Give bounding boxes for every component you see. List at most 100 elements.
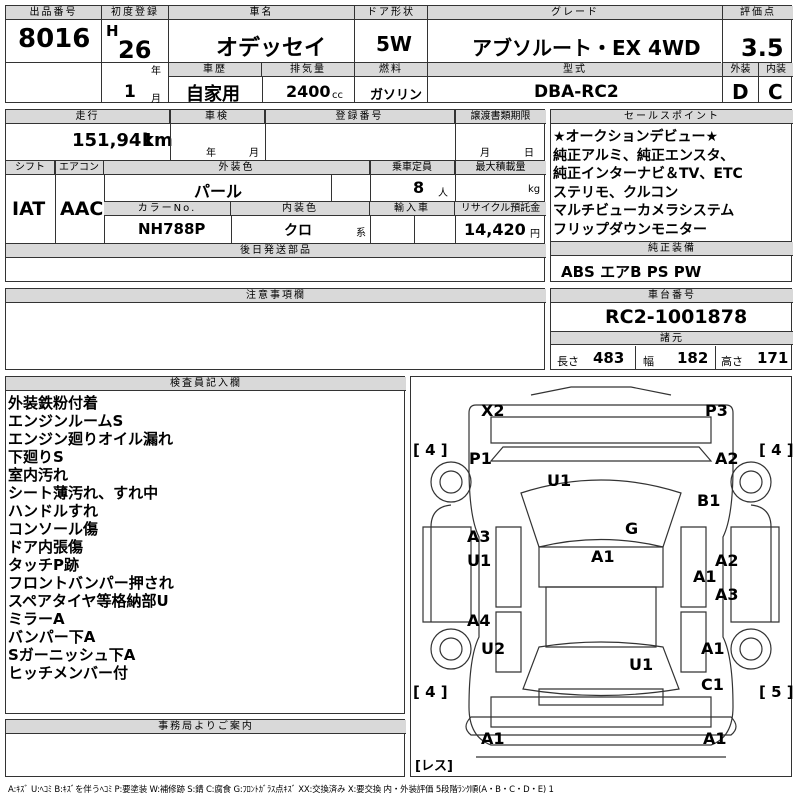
inspector-line: ハンドルすれ <box>8 502 99 520</box>
inspection-month-unit: 月 <box>249 148 259 159</box>
inspector-line: スペアタイヤ等格納部U <box>8 592 169 610</box>
inspection-year-unit: 年 <box>206 148 216 159</box>
damage-mark: G <box>625 519 639 538</box>
inspector-line: バンパー下A <box>8 628 96 646</box>
score: 3.5 <box>741 34 784 62</box>
sales-line: マルチビューカメラシステム <box>553 203 735 219</box>
month-unit: 月 <box>151 94 161 105</box>
car-outline <box>422 386 780 758</box>
inspector-notes: 外装鉄粉付着 エンジンルームS エンジン廻りオイル漏れ 下廻りS 室内汚れ シー… <box>8 394 174 682</box>
model-code: DBA-RC2 <box>534 82 619 102</box>
damage-mark: A1 <box>481 729 505 748</box>
displacement-label: 排気量 <box>262 63 355 77</box>
era: H <box>106 22 119 40</box>
color-number: NH788P <box>138 220 206 238</box>
inspection-label: 車検 <box>170 110 265 124</box>
sales-line: 純正アルミ、純正エンスタ、 <box>553 147 735 164</box>
sales-line: ステリモ、クルコン <box>553 184 679 201</box>
damage-mark: X2 <box>481 401 505 420</box>
damage-mark: P1 <box>469 449 492 468</box>
damage-mark: U1 <box>547 471 572 490</box>
recycle-label: リサイクル預託金 <box>455 202 546 216</box>
chassis-box: 車台番号 RC2-1001878 諸元 長さ 483 幅 182 高さ 171 <box>550 288 793 370</box>
damage-mark: U2 <box>481 639 506 658</box>
inspector-line: Sガーニッシュ下A <box>8 646 136 664</box>
inspector-label: 検査員記入欄 <box>6 377 406 391</box>
tire-rear-left: [ 4 ] <box>413 683 448 701</box>
damage-mark: U1 <box>467 551 492 570</box>
shift: IAT <box>12 198 46 220</box>
mileage-label: 走行 <box>6 110 170 124</box>
registration-month: 1 <box>124 82 136 102</box>
door-type: 5W <box>376 32 412 56</box>
fuel-label: 燃料 <box>355 63 428 77</box>
fuel: ガソリン <box>370 88 423 103</box>
color-number-label: カラーNo. <box>104 202 231 216</box>
chassis-label: 車台番号 <box>551 289 793 303</box>
office-label: 事務局よりご案内 <box>6 720 406 734</box>
damage-mark: A1 <box>701 639 725 658</box>
inspector-line: 外装鉄粉付着 <box>8 394 99 412</box>
tire-rear-right: [ 5 ] <box>759 683 794 701</box>
interior-color-label: 内装色 <box>231 202 370 216</box>
exterior-color-label: 外装色 <box>104 161 370 175</box>
height-label: 高さ <box>721 355 743 368</box>
exterior-color: パール <box>194 182 243 201</box>
sales-points: セールスポイント ★オークションデビュー★ 純正アルミ、純正エンスタ、 純正イン… <box>550 109 793 282</box>
standard-equipment: ABS エアB PS PW <box>561 263 702 281</box>
displacement-unit: cc <box>332 90 343 101</box>
damage-mark: A3 <box>715 585 739 604</box>
header-block: 出品番号 8016 初度登録 H 26 年 車名 オデッセイ ドア形状 5W グ… <box>5 5 793 105</box>
capacity-unit: 人 <box>438 188 448 199</box>
history: 自家用 <box>186 84 240 105</box>
height: 171 <box>757 349 789 367</box>
office-box: 事務局よりご案内 <box>5 719 406 777</box>
interior-grade-label: 内装 <box>759 63 793 77</box>
tire-front-right: [ 4 ] <box>759 441 794 459</box>
inspector-line: エンジン廻りオイル漏れ <box>8 430 174 448</box>
inspector-line: フロントバンパー押され <box>8 574 174 592</box>
length: 483 <box>593 349 625 367</box>
inspector-line: 室内汚れ <box>8 466 69 484</box>
mileage-unit: km <box>142 130 173 151</box>
transfer-deadline-label: 譲渡書類期限 <box>455 110 546 124</box>
damage-mark: U1 <box>629 655 654 674</box>
exterior-grade: D <box>732 80 749 104</box>
damage-mark: A2 <box>715 449 739 468</box>
displacement: 2400 <box>286 82 331 101</box>
history-label: 車歴 <box>169 63 262 77</box>
transfer-month-unit: 月 <box>480 148 490 159</box>
transfer-day-unit: 日 <box>524 148 534 159</box>
sales-point-list: ★オークションデビュー★ 純正アルミ、純正エンスタ、 純正インターナビ＆TV、E… <box>553 128 743 239</box>
grade-label: グレード <box>428 6 723 20</box>
notes-box: 注意事項欄 <box>5 288 546 370</box>
inspector-line: エンジンルームS <box>8 412 124 430</box>
score-label: 評価点 <box>723 6 793 20</box>
damage-mark: B1 <box>697 491 721 510</box>
notes-label: 注意事項欄 <box>6 289 546 303</box>
sales-line: 純正インターナビ＆TV、ETC <box>553 166 743 182</box>
length-label: 長さ <box>557 355 579 368</box>
mileage: 151,941 <box>72 130 154 151</box>
inspector-line: コンソール傷 <box>8 520 99 538</box>
registration-number-label: 登録番号 <box>265 110 455 124</box>
aircon: AAC <box>60 198 104 220</box>
damage-mark: A4 <box>467 611 491 630</box>
sales-line: ★オークションデビュー★ <box>553 129 719 145</box>
capacity-label: 乗車定員 <box>370 161 455 175</box>
max-load-unit: kg <box>528 184 541 195</box>
model-label: 型式 <box>428 63 723 77</box>
chassis-number: RC2-1001878 <box>605 306 748 328</box>
inspector-line: ヒッチメンバー付 <box>8 664 129 682</box>
exterior-grade-label: 外装 <box>723 63 759 77</box>
inspector-line: ミラーA <box>8 610 65 628</box>
damage-mark: A1 <box>703 729 727 748</box>
shift-label: シフト <box>6 161 55 175</box>
standard-equipment-label: 純正装備 <box>551 242 793 256</box>
car-name-label: 車名 <box>169 6 355 20</box>
max-load-label: 最大積載量 <box>455 161 546 175</box>
damage-mark: A3 <box>467 527 491 546</box>
recycle-fee: 14,420 <box>464 220 526 239</box>
width: 182 <box>677 349 709 367</box>
later-shipping-label: 後日発送部品 <box>6 244 546 258</box>
